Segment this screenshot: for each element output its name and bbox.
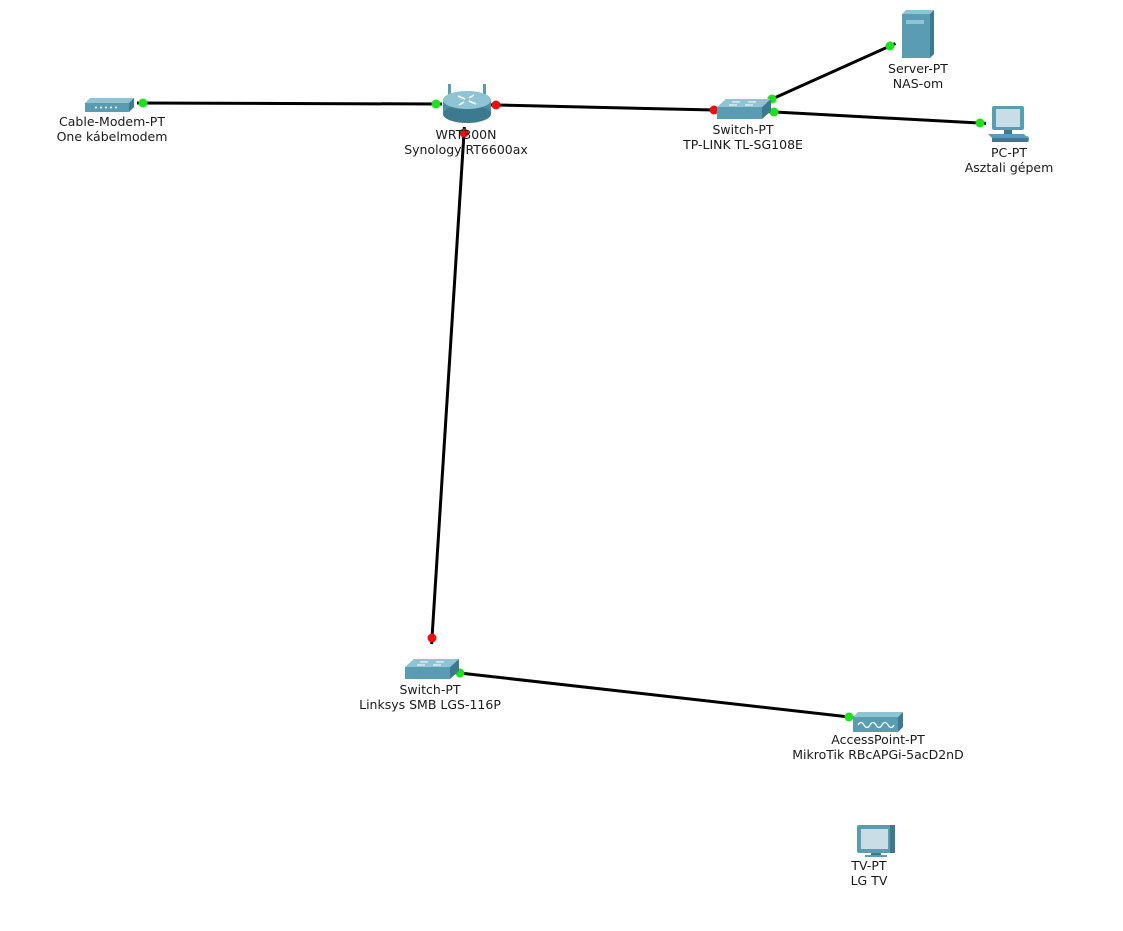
device-label-pc: PC-PT Asztali gépem (965, 145, 1054, 175)
server-icon (902, 10, 934, 58)
device-access-point[interactable] (852, 708, 904, 732)
link-modem-router[interactable] (136, 101, 443, 106)
port-status-down-router (491, 100, 501, 110)
device-type: PC-PT (991, 145, 1027, 160)
device-cable-modem[interactable] (84, 94, 138, 112)
port-status-down-router (459, 128, 469, 138)
port-status-down-switch1 (709, 105, 719, 115)
link-router-switch2[interactable] (430, 126, 466, 645)
link-switch2-ap[interactable] (453, 670, 856, 720)
link-switch1-pc[interactable] (767, 110, 987, 125)
device-label-cable-modem: Cable-Modem-PT One kábelmodem (57, 114, 168, 144)
device-type: Switch-PT (712, 122, 774, 137)
port-status-up-pc (975, 118, 985, 128)
device-name: LG TV (850, 873, 888, 888)
wireless-router-icon (443, 84, 491, 123)
port-status-up-modem (138, 98, 148, 108)
port-status-down-switch2 (427, 633, 437, 643)
device-pc[interactable] (984, 104, 1032, 144)
link-switch1-server[interactable] (765, 42, 897, 103)
device-name: TP-LINK TL-SG108E (683, 137, 803, 152)
switch-icon (717, 99, 771, 119)
port-status-up-switch1 (769, 107, 779, 117)
device-label-switch-linksys: Switch-PT Linksys SMB LGS-116P (359, 682, 501, 712)
access-point-icon (853, 712, 903, 732)
device-name: NAS-om (892, 76, 944, 91)
switch-icon (405, 659, 459, 679)
device-label-server: Server-PT NAS-om (888, 61, 948, 91)
device-type: WRT300N (435, 127, 497, 142)
device-type: Cable-Modem-PT (59, 114, 165, 129)
device-name: One kábelmodem (56, 129, 168, 144)
device-type: AccessPoint-PT (831, 732, 925, 747)
pc-icon (988, 106, 1029, 143)
device-type: Switch-PT (399, 682, 461, 697)
device-name: Synology RT6600ax (404, 142, 528, 157)
port-status-up-server (885, 41, 895, 51)
cable-modem-icon (85, 98, 134, 112)
link-router-switch1[interactable] (489, 103, 721, 112)
port-status-up-ap (844, 712, 854, 722)
device-server[interactable] (900, 10, 936, 58)
tv-icon (857, 825, 895, 857)
device-label-router: WRT300N Synology RT6600ax (404, 127, 528, 157)
device-type: TV-PT (851, 858, 887, 873)
device-label-access-point: AccessPoint-PT MikroTik RBcAPGi-5acD2nD (792, 732, 963, 762)
device-name: Asztali gépem (964, 160, 1054, 175)
device-label-switch-tplink: Switch-PT TP-LINK TL-SG108E (683, 122, 803, 152)
device-name: MikroTik RBcAPGi-5acD2nD (792, 747, 964, 762)
device-router[interactable] (438, 82, 494, 126)
device-switch-tplink[interactable] (716, 98, 772, 120)
device-tv[interactable] (855, 824, 897, 858)
port-status-up-router (431, 99, 441, 109)
device-switch-linksys[interactable] (404, 658, 460, 680)
device-label-tv: TV-PT LG TV (851, 858, 888, 888)
device-name: Linksys SMB LGS-116P (359, 697, 501, 712)
device-type: Server-PT (888, 61, 948, 76)
